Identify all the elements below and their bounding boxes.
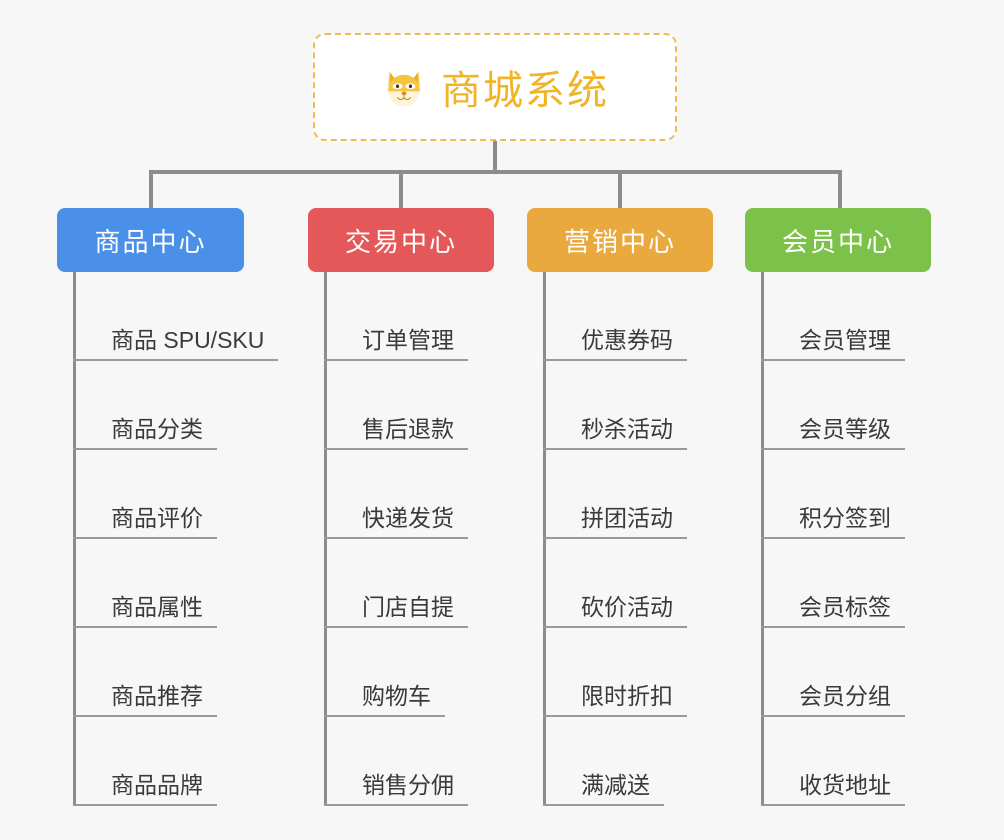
leaf-item-label: 收货地址 (761, 772, 905, 806)
leaf-item[interactable]: 商品品牌 (73, 717, 278, 806)
leaf-item[interactable]: 销售分佣 (324, 717, 468, 806)
leaf-item[interactable]: 砍价活动 (543, 539, 687, 628)
leaf-item[interactable]: 秒杀活动 (543, 361, 687, 450)
leaf-item[interactable]: 商品推荐 (73, 628, 278, 717)
leaf-item[interactable]: 快递发货 (324, 450, 468, 539)
leaf-item-label: 快递发货 (324, 505, 468, 539)
connector-drop-3 (618, 170, 622, 210)
leaf-item[interactable]: 门店自提 (324, 539, 468, 628)
category-label: 营销中心 (563, 226, 676, 257)
leaf-item[interactable]: 商品评价 (73, 450, 278, 539)
category-label: 商品中心 (94, 226, 207, 257)
connector-horizontal-bus (149, 170, 842, 174)
leaf-item[interactable]: 积分签到 (761, 450, 905, 539)
leaf-item-label: 会员标签 (761, 594, 905, 628)
leaf-spine (73, 272, 76, 806)
leaf-item-label: 拼团活动 (543, 505, 687, 539)
leaf-item[interactable]: 会员管理 (761, 272, 905, 361)
root-title: 商城系统 (441, 69, 609, 113)
connector-root-stem (493, 141, 497, 173)
leaf-spine (543, 272, 546, 806)
dog-face-icon (381, 64, 427, 110)
root-node[interactable]: 商城系统 (313, 33, 677, 141)
leaf-item-label: 售后退款 (324, 416, 468, 450)
leaf-item[interactable]: 拼团活动 (543, 450, 687, 539)
leaf-column-member: 会员管理 会员等级 积分签到 会员标签 会员分组 收货地址 (761, 272, 905, 806)
leaf-item-label: 商品 SPU/SKU (73, 327, 279, 361)
leaf-item[interactable]: 订单管理 (324, 272, 468, 361)
leaf-item-label: 积分签到 (761, 505, 905, 539)
leaf-item-label: 优惠券码 (543, 327, 687, 361)
leaf-spine (761, 272, 764, 806)
leaf-item-label: 限时折扣 (543, 683, 687, 717)
leaf-item-label: 销售分佣 (324, 772, 468, 806)
leaf-spine (324, 272, 327, 806)
leaf-item-label: 会员分组 (761, 683, 905, 717)
connector-drop-1 (149, 170, 153, 210)
leaf-item-label: 门店自提 (324, 594, 468, 628)
connector-drop-2 (399, 170, 403, 210)
leaf-item[interactable]: 商品 SPU/SKU (73, 272, 279, 361)
leaf-item-label: 满减送 (543, 772, 664, 806)
leaf-item[interactable]: 商品属性 (73, 539, 278, 628)
leaf-item[interactable]: 会员分组 (761, 628, 905, 717)
connector-drop-4 (838, 170, 842, 210)
leaf-item-label: 商品评价 (73, 505, 217, 539)
category-box-trade[interactable]: 交易中心 (308, 208, 494, 272)
category-box-product[interactable]: 商品中心 (57, 208, 244, 272)
leaf-item[interactable]: 商品分类 (73, 361, 278, 450)
category-label: 交易中心 (344, 226, 457, 257)
leaf-item[interactable]: 收货地址 (761, 717, 905, 806)
leaf-item[interactable]: 售后退款 (324, 361, 468, 450)
leaf-item-label: 商品推荐 (73, 683, 217, 717)
leaf-item[interactable]: 购物车 (324, 628, 468, 717)
leaf-item-label: 商品品牌 (73, 772, 217, 806)
leaf-item-label: 会员等级 (761, 416, 905, 450)
leaf-item-label: 会员管理 (761, 327, 905, 361)
leaf-item-label: 商品分类 (73, 416, 217, 450)
category-box-marketing[interactable]: 营销中心 (527, 208, 713, 272)
leaf-column-marketing: 优惠券码 秒杀活动 拼团活动 砍价活动 限时折扣 满减送 (543, 272, 687, 806)
leaf-item-label: 订单管理 (324, 327, 468, 361)
leaf-item[interactable]: 限时折扣 (543, 628, 687, 717)
category-box-member[interactable]: 会员中心 (745, 208, 931, 272)
leaf-item-label: 购物车 (324, 683, 445, 717)
leaf-item[interactable]: 优惠券码 (543, 272, 687, 361)
leaf-column-product: 商品 SPU/SKU 商品分类 商品评价 商品属性 商品推荐 商品品牌 (73, 272, 279, 806)
leaf-item-label: 商品属性 (73, 594, 217, 628)
leaf-item[interactable]: 满减送 (543, 717, 687, 806)
leaf-item-label: 秒杀活动 (543, 416, 687, 450)
leaf-item[interactable]: 会员标签 (761, 539, 905, 628)
category-label: 会员中心 (781, 226, 894, 257)
leaf-column-trade: 订单管理 售后退款 快递发货 门店自提 购物车 销售分佣 (324, 272, 468, 806)
leaf-item[interactable]: 会员等级 (761, 361, 905, 450)
leaf-item-label: 砍价活动 (543, 594, 687, 628)
